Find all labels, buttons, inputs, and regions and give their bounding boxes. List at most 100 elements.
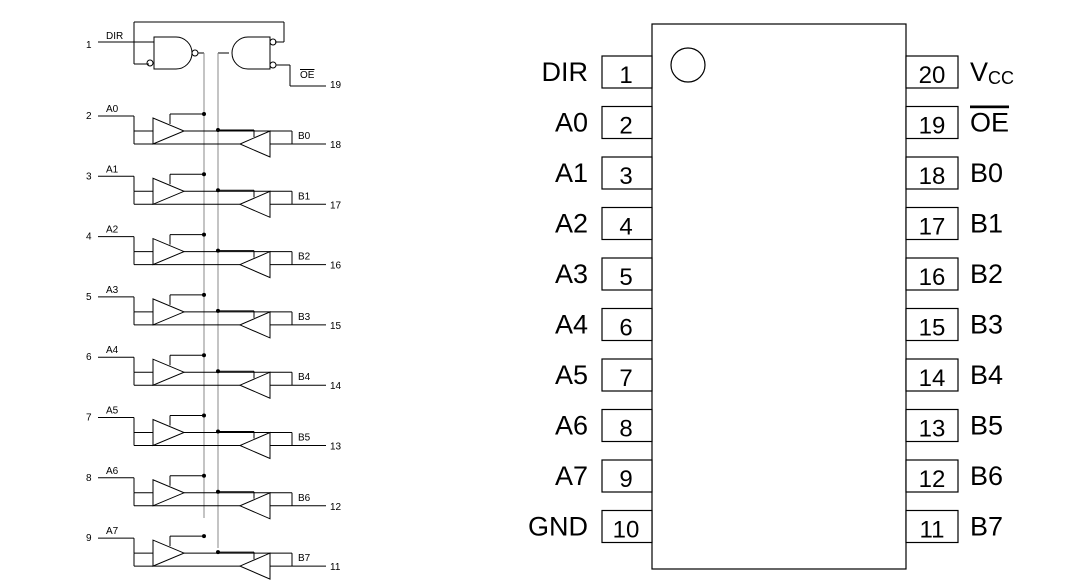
junction-dot	[216, 248, 220, 253]
pin-number: 4	[619, 214, 632, 241]
b-label: B5	[298, 433, 311, 444]
a-label: A6	[106, 466, 119, 477]
ic-body	[651, 23, 907, 570]
b-label: B4	[298, 372, 311, 383]
dir-pin: 1	[86, 40, 92, 51]
b-pin-number: 12	[330, 502, 342, 513]
pin-box	[601, 408, 653, 443]
pin-number: 9	[619, 466, 632, 493]
a-pin-number: 9	[86, 533, 92, 544]
a-label: A2	[106, 225, 119, 236]
and-gate-1	[153, 36, 193, 70]
pin-name: B0	[970, 158, 1003, 188]
a-pin-number: 3	[86, 171, 92, 182]
a-pin-number: 7	[86, 413, 92, 424]
and-gate-2	[231, 36, 271, 70]
a-label: A4	[106, 345, 119, 356]
pin-number: 6	[619, 315, 632, 342]
junction-dot	[202, 112, 206, 116]
logic-diagram: DIR 1 OE 19 A02B018A13B117A24B216A35B315…	[86, 21, 342, 580]
pin-box	[905, 206, 959, 241]
a-label: A1	[106, 164, 119, 175]
channel-a5	[98, 413, 326, 460]
oe-label: OE	[300, 70, 315, 81]
pin1-marker	[670, 47, 706, 83]
pin-name: GND	[528, 512, 588, 542]
junction-dot	[202, 292, 206, 297]
pin-name: V	[970, 57, 988, 87]
a-to-b-buffer	[152, 358, 186, 386]
b-label: B6	[298, 493, 311, 504]
inverter-bubble	[269, 38, 277, 46]
pin-name: A2	[555, 209, 588, 239]
b-pin-number: 13	[330, 442, 342, 453]
channel-a2	[98, 232, 326, 279]
pin-number: 19	[919, 113, 946, 140]
b-pin-number: 16	[330, 261, 342, 272]
pin-name: A0	[555, 108, 588, 138]
b-label: B1	[298, 191, 311, 202]
pin-number: 18	[919, 163, 946, 190]
pin-number: 12	[919, 466, 946, 493]
pin-box	[601, 105, 653, 140]
pin-box	[905, 105, 959, 140]
pin-number: 3	[619, 163, 632, 190]
pin-box	[601, 206, 653, 241]
pin-box	[905, 358, 959, 392]
b-pin-number: 17	[330, 200, 342, 211]
pin-name: B4	[970, 360, 1003, 390]
pin-number: 10	[613, 517, 640, 544]
b-label: B2	[298, 252, 311, 263]
a-label: A7	[106, 526, 119, 537]
pin-name: B3	[970, 310, 1003, 340]
oe-pin: 19	[330, 80, 342, 91]
b-label: B3	[298, 312, 311, 323]
pin-box	[905, 307, 959, 342]
channel-a7	[98, 534, 326, 580]
a-to-b-buffer	[152, 418, 186, 447]
pin-box	[601, 257, 653, 291]
junction-dot	[216, 128, 220, 132]
a-to-b-buffer	[152, 298, 186, 326]
junction-dot	[202, 172, 206, 177]
a-to-b-buffer	[152, 177, 186, 206]
junction-dot	[216, 429, 220, 434]
pin-name: A4	[555, 310, 588, 340]
pin-name: B1	[970, 209, 1003, 239]
pin-box	[601, 156, 653, 190]
a-pin-number: 5	[86, 292, 92, 303]
channel-a3	[98, 292, 326, 339]
b-to-a-buffer	[238, 431, 271, 460]
b-to-a-buffer	[238, 250, 271, 279]
pin-box	[905, 459, 959, 493]
a-pin-number: 8	[86, 473, 92, 484]
pin-box	[905, 55, 959, 89]
junction-dot	[202, 473, 206, 478]
b-pin-number: 15	[330, 321, 342, 332]
inverter-bubble	[269, 61, 277, 69]
pin-number: 14	[919, 365, 946, 392]
a-pin-number: 6	[86, 352, 92, 363]
a-label: A3	[106, 285, 119, 296]
pin-box	[905, 156, 959, 190]
pin-number: 1	[619, 62, 632, 89]
pin-number: 2	[619, 113, 632, 140]
a-to-b-buffer	[152, 479, 186, 507]
a-to-b-buffer	[152, 237, 186, 266]
pin-name: DIR	[542, 57, 589, 87]
a-pin-number: 2	[86, 111, 92, 122]
pin-name: A7	[555, 461, 588, 491]
pin-box	[905, 408, 959, 443]
pin-name: B6	[970, 461, 1003, 491]
pin-name: A5	[555, 360, 588, 390]
pin-name: A1	[555, 158, 588, 188]
channel-a1	[98, 172, 326, 219]
pin-box	[601, 509, 653, 544]
b-pin-number: 18	[330, 140, 342, 151]
b-to-a-buffer	[238, 552, 271, 580]
pin-name: B5	[970, 411, 1003, 441]
